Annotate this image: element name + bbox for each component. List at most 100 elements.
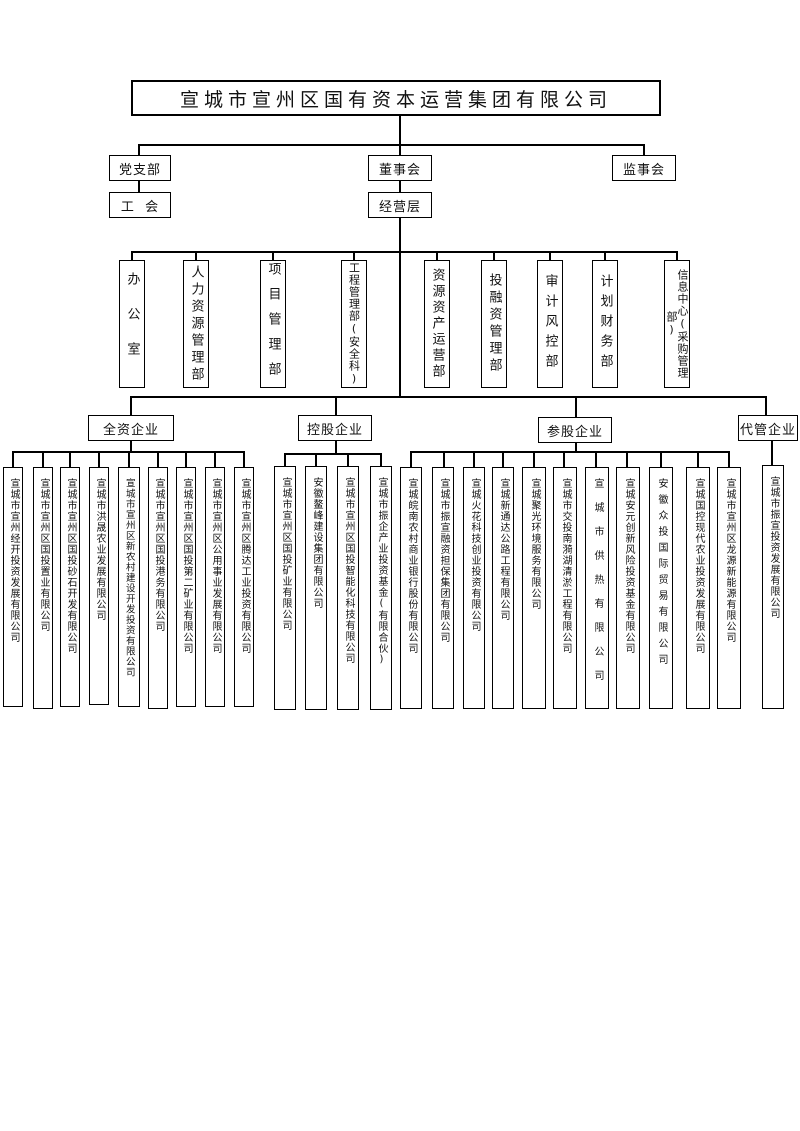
connector-line	[185, 451, 187, 468]
company-box: 宣城市交投南漪湖清淤工程有限公司	[553, 467, 577, 709]
company-box: 安徽众投国际贸易有限公司	[649, 467, 673, 709]
company-box: 宣城市宣州区新农村建设开发投资有限公司	[118, 467, 140, 707]
connector-line	[410, 451, 412, 468]
company-box: 宣城市宣州区国投第二矿业有限公司	[176, 467, 196, 707]
company-name: 宣城市宣州区国投矿业有限公司	[280, 477, 291, 631]
connector-line	[284, 453, 382, 455]
connector-line	[138, 144, 140, 157]
company-name: 宣城市供热有限公司	[592, 478, 603, 694]
connector-line	[131, 251, 678, 253]
company-name: 宣城市交投南漪湖清淤工程有限公司	[560, 478, 571, 654]
connector-line	[243, 451, 245, 468]
company-box: 宣城新通达公路工程有限公司	[492, 467, 514, 709]
board-box: 董事会	[368, 155, 432, 181]
dept-box: 办公室	[119, 260, 145, 388]
company-box: 宣城市振企产业投资基金(有限合伙)	[370, 466, 392, 710]
connector-line	[493, 251, 495, 261]
managed-category: 代管企业	[738, 415, 798, 441]
connector-line	[315, 453, 317, 467]
connector-line	[138, 180, 140, 193]
company-box: 宣城市振宣投资发展有限公司	[762, 465, 784, 709]
company-name: 宣城火花科技创业投资有限公司	[469, 478, 480, 632]
company-name: 宣城安元创新风险投资基金有限公司	[623, 478, 634, 654]
connector-line	[549, 251, 551, 261]
dept-label: 资源资产运营部	[429, 268, 445, 380]
connector-line	[399, 367, 401, 397]
company-name: 宣城市宣州区国投第二矿业有限公司	[181, 478, 192, 654]
connector-line	[284, 453, 286, 467]
dept-box: 计划财务部	[592, 260, 618, 388]
connector-line	[473, 451, 475, 468]
company-name: 宣城市宣州区腾达工业投资有限公司	[239, 478, 250, 654]
dept-label: 办公室	[124, 271, 140, 377]
connector-line	[660, 451, 662, 468]
company-name: 宣城聚光环境服务有限公司	[529, 478, 540, 610]
connector-line	[595, 451, 597, 468]
company-box: 宣城市振宣融资担保集团有限公司	[432, 467, 454, 709]
wholly-owned-category: 全资企业	[88, 415, 174, 441]
connector-line	[347, 453, 349, 467]
connector-line	[98, 451, 100, 468]
dept-label: 人力资源管理部	[188, 264, 204, 384]
connector-line	[272, 251, 274, 261]
connector-line	[128, 451, 130, 468]
connector-line	[157, 451, 159, 468]
company-box: 宣城火花科技创业投资有限公司	[463, 467, 485, 709]
participating-category: 参股企业	[538, 417, 612, 443]
connector-line	[697, 451, 699, 468]
connector-line	[728, 451, 730, 468]
company-name: 宣城市洪晟农业发展有限公司	[94, 478, 105, 621]
connector-line	[380, 453, 382, 467]
dept-box: 人力资源管理部	[183, 260, 209, 388]
company-title: 宣城市宣州区国有资本运营集团有限公司	[131, 80, 661, 116]
company-name: 安徽鳌峰建设集团有限公司	[311, 477, 322, 609]
dept-label: 工程管理部(安全科)	[347, 262, 361, 386]
company-name: 宣城市振宣投资发展有限公司	[768, 476, 779, 619]
company-box: 宣城市供热有限公司	[585, 467, 609, 709]
company-box: 安徽鳌峰建设集团有限公司	[305, 466, 327, 710]
connector-line	[410, 451, 730, 453]
connector-line	[12, 451, 14, 468]
company-box: 宣城市宣州区国投智能化科技有限公司	[337, 466, 359, 710]
connector-line	[502, 451, 504, 468]
company-name: 宣城市振宣融资担保集团有限公司	[438, 478, 449, 643]
connector-line	[575, 396, 577, 418]
company-name: 宣城市宣州区国投置业有限公司	[38, 478, 49, 632]
company-name: 宣城市宣州经开投资发展有限公司	[8, 478, 19, 643]
connector-line	[563, 451, 565, 468]
company-name: 宣城新通达公路工程有限公司	[498, 478, 509, 621]
company-box: 宣城市宣州区公用事业发展有限公司	[205, 467, 225, 707]
dept-box: 审计风控部	[537, 260, 563, 388]
dept-label: 审计风控部	[542, 274, 558, 374]
company-box: 宣城市宣州区国投港务有限公司	[148, 467, 168, 709]
company-name: 宣城市宣州区国投砂石开发有限公司	[65, 478, 76, 654]
connector-line	[626, 451, 628, 468]
connector-line	[195, 251, 197, 261]
company-name: 宣城皖南农村商业银行股份有限公司	[406, 478, 417, 654]
company-name: 宣城市宣州区国投港务有限公司	[153, 478, 164, 632]
dept-box: 项目管理部	[260, 260, 286, 388]
connector-line	[771, 440, 773, 466]
dept-label: 计划财务部	[597, 274, 613, 374]
connector-line	[42, 451, 44, 468]
connector-line	[436, 251, 438, 261]
connector-line	[353, 251, 355, 261]
connector-line	[765, 396, 767, 416]
company-box: 宣城市宣州经开投资发展有限公司	[3, 467, 23, 707]
company-name: 宣城市宣州区国投智能化科技有限公司	[343, 477, 354, 664]
company-name: 宣城市宣州区龙源新能源有限公司	[724, 478, 735, 643]
company-name: 宣城市宣州区公用事业发展有限公司	[210, 478, 221, 654]
holding-category: 控股企业	[298, 415, 372, 441]
company-box: 宣城市宣州区国投砂石开发有限公司	[60, 467, 80, 707]
connector-line	[443, 451, 445, 468]
party-branch-box: 党支部	[109, 155, 171, 181]
connector-line	[676, 251, 678, 261]
connector-line	[335, 396, 337, 416]
company-name: 宣城市宣州区新农村建设开发投资有限公司	[123, 478, 135, 678]
company-box: 宣城皖南农村商业银行股份有限公司	[400, 467, 422, 709]
company-box: 宣城聚光环境服务有限公司	[522, 467, 546, 709]
dept-box: 投融资管理部	[481, 260, 507, 388]
connector-line	[69, 451, 71, 468]
dept-box: 信息中心(采购管理部)	[664, 260, 690, 388]
connector-line	[335, 440, 337, 454]
